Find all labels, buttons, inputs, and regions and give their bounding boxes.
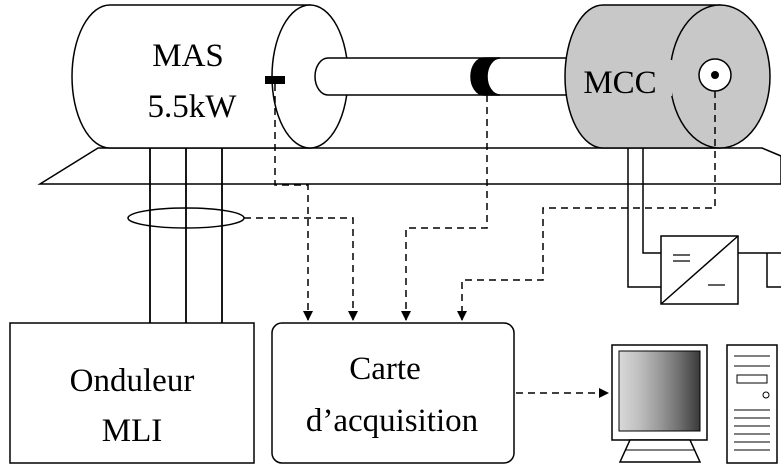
base-platform <box>37 147 781 185</box>
converter-wiring <box>627 148 781 288</box>
encoder-icon <box>265 76 285 84</box>
acq-card-label-line2: d’acquisition <box>306 403 478 439</box>
inverter-label-line1: Onduleur <box>70 363 195 399</box>
inverter-label-line2: MLI <box>102 413 163 449</box>
dc-machine-label: MCC <box>583 65 656 101</box>
inverter-box: Onduleur MLI <box>9 322 255 464</box>
dc-machine: MCC <box>564 4 771 149</box>
acq-card-label-line1: Carte <box>349 351 420 387</box>
signal-lines <box>244 84 716 398</box>
shaft <box>314 57 601 96</box>
acquisition-card-box: Carte d’acquisition <box>271 322 515 464</box>
motor-label-line1: MAS <box>152 38 224 74</box>
computer-icon <box>611 344 778 464</box>
dc-dc-converter-icon <box>660 235 739 305</box>
motor-label-line2: 5.5kW <box>148 89 238 125</box>
power-cables <box>149 148 223 323</box>
coupling-sensor <box>470 57 501 96</box>
induction-motor: MAS 5.5kW <box>71 4 349 149</box>
